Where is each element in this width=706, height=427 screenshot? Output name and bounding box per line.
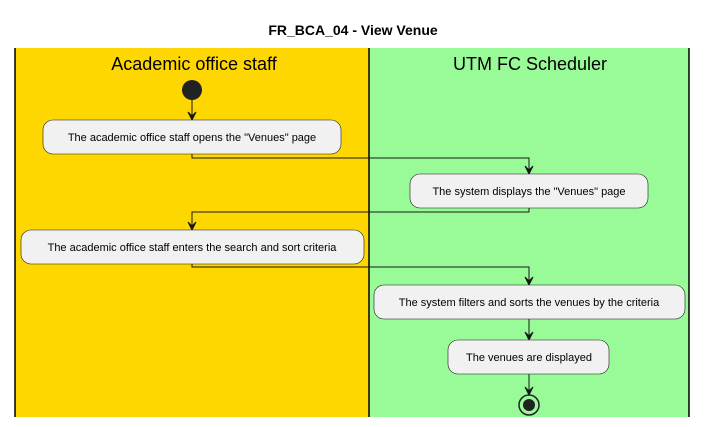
end-node-ring	[518, 394, 540, 416]
action-label-display-venues: The system displays the "Venues" page	[432, 186, 625, 198]
action-node-enter-criteria	[20, 229, 365, 265]
action-node-open-venues	[42, 119, 342, 155]
edge-n3-to-n4	[191, 264, 530, 283]
swimlane-title-utm-fc-scheduler: UTM FC Scheduler	[453, 54, 607, 74]
diagram-title: FR_BCA_04 - View Venue	[268, 22, 438, 38]
swimlane-title-academic-office-staff: Academic office staff	[111, 54, 277, 74]
edge-n2-to-n3	[191, 208, 530, 228]
action-node-venues-displayed	[447, 339, 610, 375]
action-label-open-venues: The academic office staff opens the "Ven…	[68, 132, 316, 144]
arrowhead-n1-to-n2	[524, 165, 534, 176]
action-node-filter-sort	[373, 284, 686, 320]
action-label-filter-sort: The system filters and sorts the venues …	[399, 297, 660, 309]
action-node-display-venues	[409, 173, 649, 209]
arrowhead-n2-to-n3	[187, 221, 197, 232]
start-node	[182, 80, 202, 100]
arrowhead-n4-to-n5	[524, 331, 534, 342]
arrowhead-n5-to-end	[524, 386, 534, 397]
edge-n1-to-n2	[191, 154, 530, 173]
action-label-enter-criteria: The academic office staff enters the sea…	[48, 242, 338, 254]
arrowhead-n3-to-n4	[524, 276, 534, 287]
action-label-venues-displayed: The venues are displayed	[466, 352, 592, 364]
arrowhead-start-to-n1	[187, 111, 197, 122]
end-node-dot	[523, 399, 535, 411]
